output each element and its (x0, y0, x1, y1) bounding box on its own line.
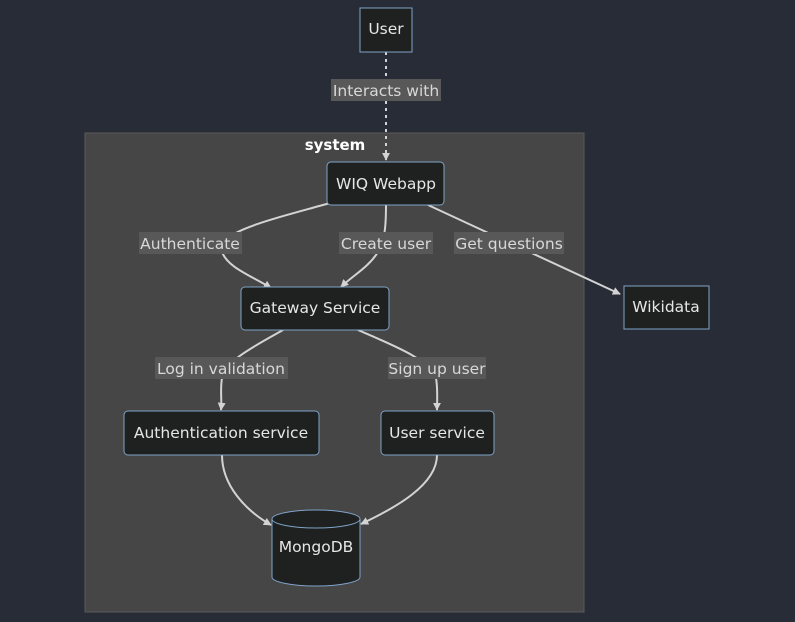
node-gateway-service[interactable]: Gateway Service (240, 286, 390, 331)
edge-userservice-to-mongodb (360, 454, 438, 525)
node-mongodb[interactable]: MongoDB (271, 509, 361, 587)
cluster-title: system (305, 136, 366, 154)
svg-text:WIQ Webapp: WIQ Webapp (336, 175, 436, 193)
node-wikidata[interactable]: Wikidata (623, 285, 710, 330)
svg-text:Gateway Service: Gateway Service (250, 299, 381, 317)
node-user[interactable]: User (359, 7, 413, 53)
svg-text:Create user: Create user (341, 235, 432, 253)
svg-text:MongoDB: MongoDB (279, 538, 354, 556)
svg-text:Wikidata: Wikidata (632, 298, 700, 316)
node-wiq-webapp[interactable]: WIQ Webapp (326, 161, 445, 206)
svg-text:Authentication service: Authentication service (134, 424, 308, 442)
svg-text:User: User (368, 20, 404, 38)
label-signup-user: Sign up user (388, 357, 486, 379)
svg-text:Get questions: Get questions (455, 235, 563, 253)
label-authenticate: Authenticate (139, 232, 242, 254)
database-icon (271, 519, 361, 587)
label-interacts-with: Interacts with (331, 79, 441, 101)
node-authentication-service[interactable]: Authentication service (123, 410, 320, 456)
svg-text:Log in validation: Log in validation (157, 360, 285, 378)
svg-text:Interacts with: Interacts with (333, 82, 439, 100)
svg-text:Authenticate: Authenticate (140, 235, 240, 253)
node-user-service[interactable]: User service (380, 410, 495, 456)
nodes: User WIQ Webapp Gateway Service Authenti… (123, 7, 710, 587)
edge-labels: Interacts with Authenticate Create user … (139, 79, 564, 379)
label-create-user: Create user (339, 232, 433, 254)
svg-text:User service: User service (389, 424, 485, 442)
edge-auth-to-mongodb (221, 454, 272, 526)
svg-text:Sign up user: Sign up user (388, 360, 486, 378)
label-login-validation: Log in validation (155, 357, 288, 379)
label-get-questions: Get questions (454, 232, 564, 254)
